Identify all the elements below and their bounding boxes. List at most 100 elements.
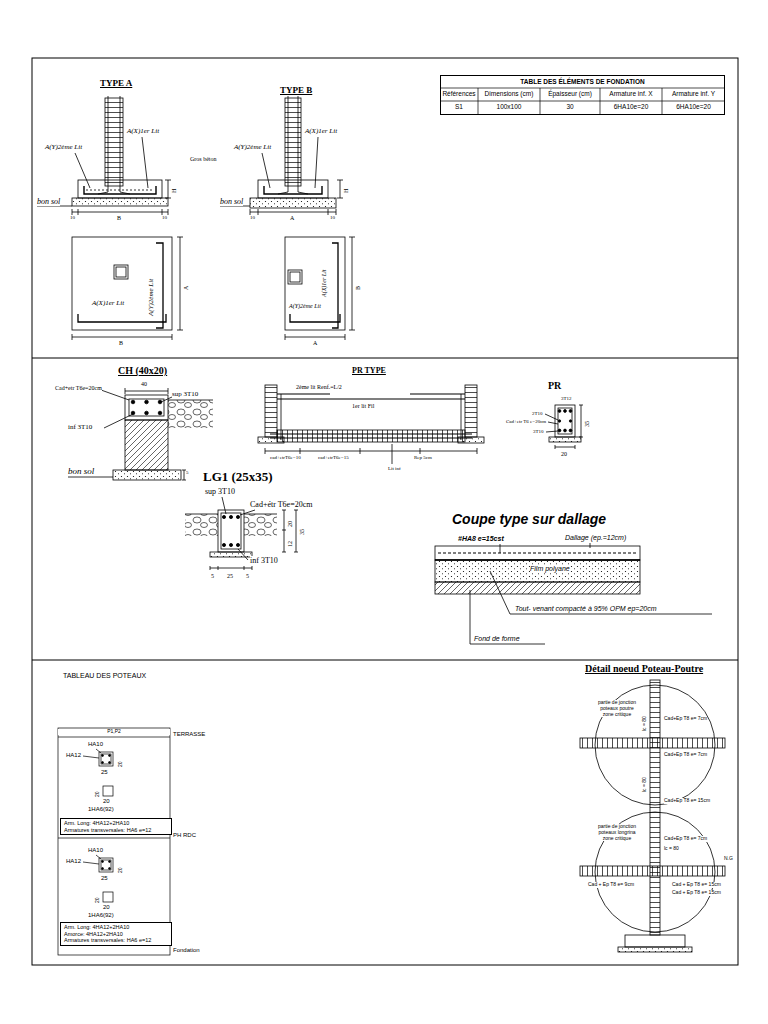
- drawing-label: HA12: [66, 858, 81, 865]
- chainage-section: [125, 420, 168, 470]
- column-table: [109, 868, 111, 870]
- column-table: [83, 756, 99, 758]
- table-grid: [540, 88, 541, 115]
- drawing-label: Tout- venant compacté à 95% OPM ep=20cm: [515, 605, 657, 613]
- table-cell: Armature inf. X: [600, 90, 662, 97]
- longrine-section: [222, 497, 226, 514]
- beam-elevation: [265, 451, 477, 452]
- longrine-section: [185, 514, 218, 515]
- drawing-label: A(Y)2ème Lit: [289, 303, 321, 310]
- longrine-section: [294, 510, 298, 511]
- beam-elevation: [277, 398, 465, 399]
- drawing-label: Cad+Ep T8 e= 7cm: [664, 836, 707, 842]
- drawing-label: Gros béton: [190, 156, 217, 163]
- footing-type-b: [262, 153, 270, 188]
- drawing-label: Cad+Ep T8 e= 15cm: [664, 798, 710, 804]
- drawing-label: 5: [211, 573, 214, 580]
- table-grid: [440, 88, 725, 89]
- chainage-section: [184, 470, 185, 480]
- drawing-title: #HA8 e=15cst: [458, 535, 504, 543]
- longrine-section: [218, 510, 244, 552]
- slab-section: [435, 582, 640, 594]
- footing-type-b: [288, 96, 289, 192]
- slab-section: [500, 544, 501, 553]
- sheet-frame: [32, 358, 738, 359]
- footing-plan-b: [285, 334, 286, 340]
- column-table: [102, 868, 104, 870]
- chainage-section: [101, 390, 129, 400]
- table-title: TABLE DES ÉLÉMENTS DE FONDATION: [443, 78, 722, 86]
- footing-type-b: [337, 180, 343, 181]
- footing-type-b: [340, 180, 341, 198]
- footing-plan-b: [349, 237, 355, 238]
- beam-section: [555, 445, 556, 449]
- beam-section: [558, 410, 561, 413]
- beam-section: [546, 431, 558, 432]
- beam-section: [558, 429, 561, 432]
- footing-type-a: [78, 209, 79, 215]
- drawing-label: 10: [330, 215, 335, 221]
- chainage-section: [125, 388, 126, 394]
- footing-type-b: [328, 209, 329, 215]
- chainage-section: [168, 400, 213, 428]
- footing-plan-b: [290, 314, 340, 322]
- beam-section: [569, 420, 571, 422]
- longrine-section: [244, 566, 245, 570]
- footing-type-a: [75, 153, 90, 188]
- drawing-title: PR: [548, 380, 561, 392]
- chainage-section: [168, 388, 169, 394]
- sheet-frame: [32, 58, 738, 965]
- dimension-label: H: [171, 189, 178, 193]
- drawing-label: Fondation: [173, 947, 200, 954]
- footing-type-b: [298, 96, 299, 192]
- dimension-label: 20: [118, 761, 124, 767]
- beam-elevation: [461, 394, 462, 440]
- drawing-title: Coupe type sur dallage: [452, 511, 606, 527]
- footing-type-b: [220, 96, 343, 215]
- longrine-section: [284, 510, 285, 552]
- drawing-label: A(Y)2ème Lit: [45, 143, 82, 151]
- drawing-label: 2ème lit Renf.=L/2: [296, 384, 342, 391]
- column-table: [103, 892, 113, 902]
- drawing-label: 20: [103, 798, 110, 805]
- beam-section: [564, 410, 567, 413]
- dimension-label: 20: [118, 867, 124, 873]
- drawing-label: 2T10: [532, 411, 543, 417]
- column-table: [102, 861, 104, 863]
- longrine-section: [210, 566, 211, 570]
- drawing-label: cad+etrT6e=10: [270, 455, 301, 461]
- chainage-section: [158, 411, 162, 415]
- footing-type-a: [165, 180, 171, 181]
- beam-section: [579, 405, 583, 406]
- drawing-label: 5: [186, 470, 189, 476]
- beam-section: [558, 420, 560, 422]
- footing-plan-a: [172, 334, 173, 340]
- drawing-label: PH RDC: [173, 832, 196, 839]
- footing-plan-a: [177, 330, 183, 331]
- beam-section: [555, 447, 575, 448]
- drawing-label: bon sol: [68, 466, 94, 476]
- footing-plan-b: [332, 243, 338, 328]
- drawing-label: 3T12: [561, 396, 572, 402]
- drawing-label: Cad + Ep T8 e= 15cm: [672, 882, 721, 888]
- footing-plan-b: [345, 334, 346, 340]
- sheet-frame: [32, 660, 738, 661]
- drawing-title: LG1 (25x35): [203, 470, 273, 485]
- footing-type-a: [168, 180, 169, 198]
- footing-plan-a: [116, 267, 126, 277]
- footing-type-a: [86, 190, 154, 191]
- note-text: Arm. Long: 4HA12+2HA10: [64, 820, 168, 827]
- chainage-section: [145, 411, 149, 415]
- column-beam-joint: [650, 680, 660, 935]
- longrine-section: [236, 543, 239, 546]
- drawing-label: 25: [227, 573, 233, 580]
- beam-elevation: [277, 430, 465, 442]
- slab-section: [490, 571, 712, 614]
- longrine-section: [282, 530, 286, 531]
- footing-plan-a: [156, 243, 163, 328]
- drawing-label: TERRASSE: [173, 731, 205, 738]
- column-table: [102, 755, 104, 757]
- longrine-section: [282, 510, 286, 511]
- drawing-label: 1er lit Fil: [352, 403, 374, 410]
- drawing-label: A: [290, 215, 294, 222]
